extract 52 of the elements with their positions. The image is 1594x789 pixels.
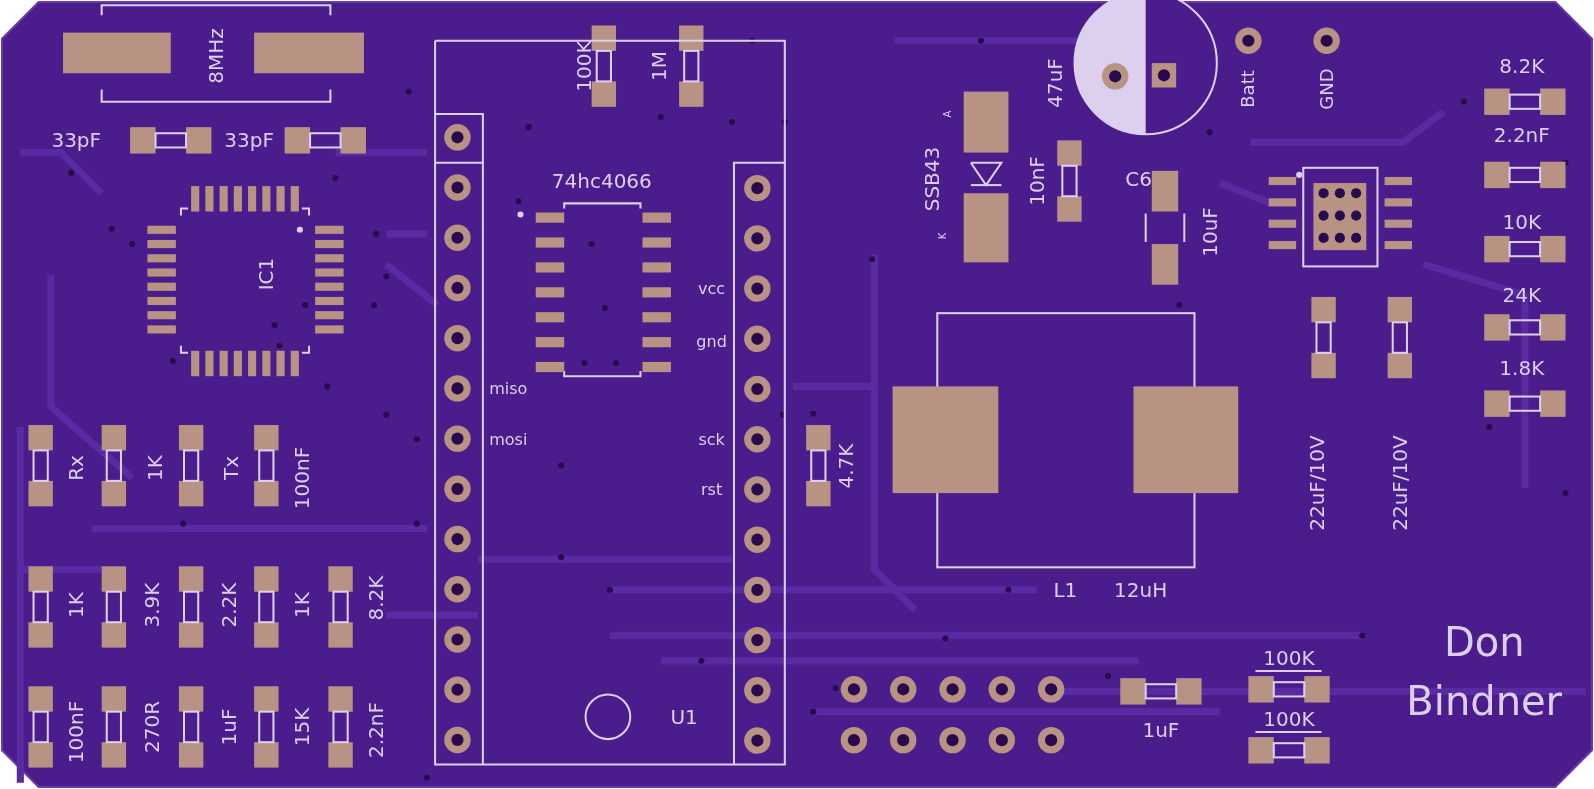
- silkscreen-label: 270R: [142, 700, 163, 753]
- silkscreen-label: 47uF: [1045, 58, 1066, 109]
- silkscreen-label: 3.9K: [142, 582, 163, 628]
- silkscreen-label: SSB43: [922, 146, 943, 212]
- silkscreen-label: 100nF: [291, 446, 312, 509]
- silkscreen-label: 8MHz: [205, 28, 226, 84]
- silkscreen-label: rst: [701, 482, 723, 498]
- silkscreen-label: L1: [1053, 579, 1078, 600]
- silkscreen-label: C6: [1125, 168, 1152, 189]
- silkscreen-label: K: [938, 232, 949, 240]
- silkscreen-label: 15K: [291, 707, 312, 747]
- silkscreen-label: 24K: [1502, 284, 1542, 305]
- silkscreen-label: 100K: [1263, 647, 1315, 668]
- silkscreen-label: miso: [489, 381, 528, 398]
- silkscreen-label: 12uH: [1114, 579, 1168, 600]
- silkscreen-label: Rx: [66, 454, 87, 481]
- silkscreen-label: 1K: [291, 591, 312, 618]
- silkscreen-label: 22uF/10V: [1307, 435, 1328, 531]
- silkscreen-label: 74hc4066: [551, 170, 652, 191]
- silkscreen-label: 33pF: [51, 130, 102, 151]
- silkscreen-label: A: [943, 110, 954, 118]
- silkscreen-label: 10uF: [1199, 206, 1220, 257]
- silkscreen-label: Bindner: [1406, 681, 1563, 722]
- silkscreen-label: 100nF: [66, 700, 87, 764]
- silkscreen-label: 8.2K: [366, 575, 387, 621]
- silkscreen-label: 1uF: [1142, 719, 1180, 740]
- silkscreen-label: 1uF: [218, 708, 239, 746]
- silkscreen-label: 2.2K: [218, 582, 239, 628]
- silkscreen-label: IC1: [256, 258, 277, 291]
- silkscreen-label: 1K: [144, 454, 165, 481]
- silkscreen-label: 2.2nF: [1493, 125, 1550, 146]
- silkscreen-label: 1.8K: [1499, 358, 1545, 378]
- silkscreen-label: 1M: [648, 51, 669, 82]
- silkscreen-label: sck: [698, 432, 725, 449]
- silkscreen-label: GND: [1317, 68, 1336, 111]
- silkscreen-label: 2.2nF: [366, 701, 387, 758]
- silkscreen-label: 4.7K: [835, 443, 856, 489]
- silkscreen-label: vcc: [698, 280, 726, 297]
- silkscreen-label: Batt: [1239, 70, 1258, 109]
- silkscreen-label: 10nF: [1026, 156, 1047, 206]
- silkscreen-label: 100K: [573, 40, 594, 92]
- silkscreen-label: Tx: [220, 455, 241, 480]
- silkscreen-label: 33pF: [224, 130, 274, 151]
- silkscreen-label: mosi: [489, 432, 528, 449]
- silkscreen-label: 1K: [66, 591, 87, 618]
- silkscreen-label: gnd: [696, 333, 727, 350]
- silkscreen-label: U1: [670, 706, 698, 727]
- silkscreen-label: 8.2K: [1499, 56, 1545, 77]
- silkscreen-label: 10K: [1502, 211, 1542, 232]
- silkscreen-label: 100K: [1263, 708, 1315, 729]
- silkscreen-label: Don: [1443, 622, 1525, 663]
- silkscreen-label: 22uF/10V: [1389, 435, 1410, 531]
